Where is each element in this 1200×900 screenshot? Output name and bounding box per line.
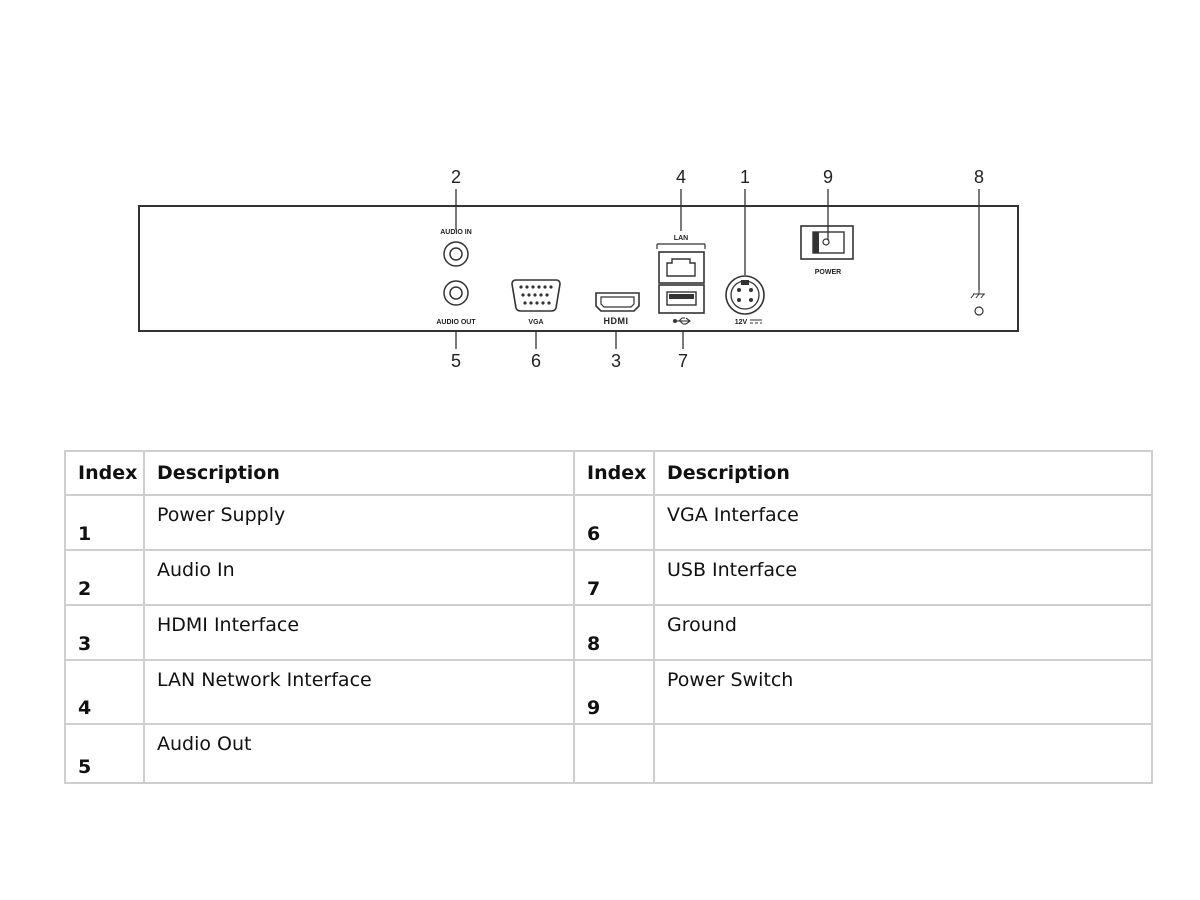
leader-lines [455, 189, 980, 349]
usb-icon [673, 317, 691, 325]
table-row: 2 Audio In 7 USB Interface [64, 549, 1153, 606]
description-cell: VGA Interface [653, 494, 1153, 551]
index-cell: 6 [573, 494, 655, 551]
audio-in-label: AUDIO IN [440, 229, 472, 236]
dc-symbol-icon [750, 319, 762, 324]
vga-port [511, 279, 561, 312]
rear-panel-diagram: AUDIO IN AUDIO OUT VGA HDMI LAN [138, 167, 1019, 371]
callout-9: 9 [823, 167, 833, 187]
power-supply-port [725, 275, 765, 315]
power-in-label: 12V [735, 319, 748, 326]
hdmi-label: HDMI [604, 316, 629, 326]
callout-8: 8 [974, 167, 984, 187]
ground-icon [970, 290, 985, 299]
header-index-left: Index [64, 450, 145, 496]
index-cell: 7 [573, 549, 655, 606]
description-cell: Audio In [143, 549, 575, 606]
table-row: 4 LAN Network Interface 9 Power Switch [64, 659, 1153, 725]
index-cell: 5 [64, 723, 145, 784]
power-switch [800, 225, 854, 260]
callout-4: 4 [676, 167, 686, 187]
lan-port [658, 251, 705, 284]
index-cell: 1 [64, 494, 145, 551]
callout-7: 7 [678, 351, 688, 371]
header-description-right: Description [653, 450, 1153, 496]
interface-description-table: Index Description Index Description 1 Po… [64, 450, 1153, 784]
description-cell [653, 723, 1153, 784]
callout-3: 3 [611, 351, 621, 371]
power-switch-label: POWER [815, 269, 841, 276]
callout-1: 1 [740, 167, 750, 187]
description-cell: Power Supply [143, 494, 575, 551]
index-cell: 9 [573, 659, 655, 725]
lan-label: LAN [674, 235, 688, 242]
audio-out-port [443, 280, 469, 306]
lan-bracket [656, 243, 706, 249]
description-cell: Ground [653, 604, 1153, 661]
callout-5: 5 [451, 351, 461, 371]
description-cell: USB Interface [653, 549, 1153, 606]
description-cell: Power Switch [653, 659, 1153, 725]
index-cell: 2 [64, 549, 145, 606]
table-row: 5 Audio Out [64, 723, 1153, 784]
index-cell: 8 [573, 604, 655, 661]
description-cell: LAN Network Interface [143, 659, 575, 725]
description-cell: Audio Out [143, 723, 575, 784]
audio-out-label: AUDIO OUT [436, 319, 476, 326]
table-header-row: Index Description Index Description [64, 450, 1153, 496]
callout-6: 6 [531, 351, 541, 371]
table-row: 3 HDMI Interface 8 Ground [64, 604, 1153, 661]
description-cell: HDMI Interface [143, 604, 575, 661]
header-index-right: Index [573, 450, 655, 496]
audio-in-port [443, 241, 469, 267]
callout-2: 2 [451, 167, 461, 187]
index-cell: 4 [64, 659, 145, 725]
index-cell [573, 723, 655, 784]
header-description-left: Description [143, 450, 575, 496]
table-row: 1 Power Supply 6 VGA Interface [64, 494, 1153, 551]
chassis-outline [138, 205, 1019, 332]
index-cell: 3 [64, 604, 145, 661]
vga-label: VGA [528, 319, 543, 326]
ground-screw [974, 306, 984, 316]
hdmi-port [595, 292, 640, 312]
usb-port [658, 284, 705, 314]
